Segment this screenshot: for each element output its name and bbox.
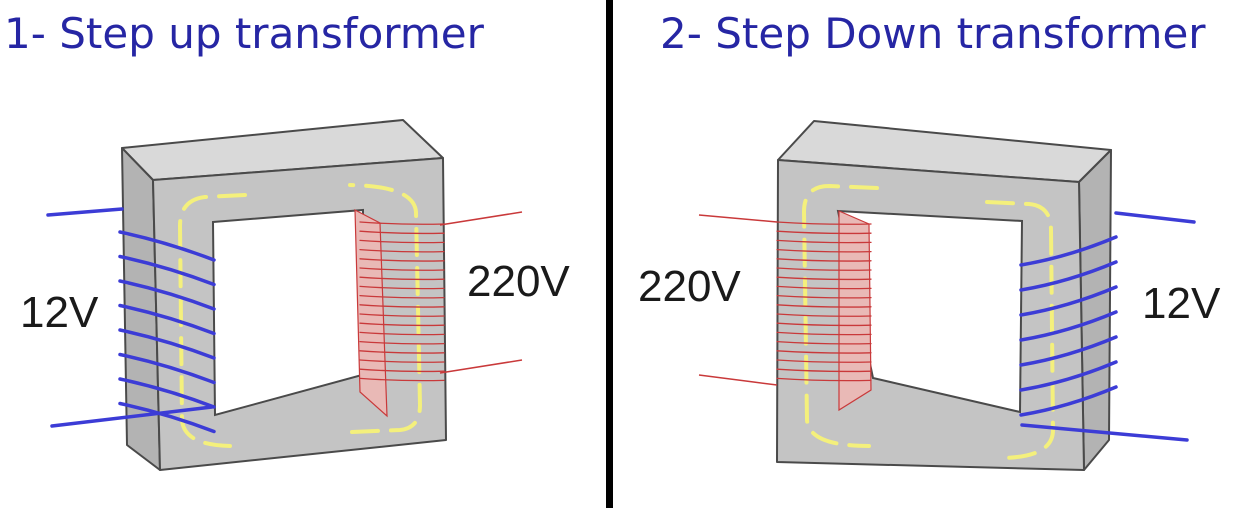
winding-turn: [118, 279, 216, 311]
winding-turn: [1019, 360, 1118, 392]
primary-lead-bottom: [698, 374, 778, 386]
winding-turn: [776, 276, 872, 281]
secondary-winding: [1019, 211, 1196, 442]
winding-turn: [776, 377, 872, 382]
secondary-lead-bottom: [439, 359, 523, 374]
winding-turn: [1019, 235, 1118, 267]
winding-turn: [359, 276, 445, 281]
winding-turn: [118, 303, 216, 336]
winding-turn: [359, 285, 445, 290]
winding-turn: [359, 304, 445, 308]
step-down-transformer-diagram: 220V 12V: [638, 120, 1221, 471]
winding-turn: [1019, 310, 1118, 342]
winding-turn: [776, 368, 872, 373]
winding-turn: [776, 350, 872, 354]
winding-turn: [1019, 385, 1118, 417]
secondary-winding-hatch: [354, 208, 388, 418]
winding-turn: [359, 377, 445, 382]
primary-lead-top: [698, 214, 778, 223]
winding-turn: [1019, 260, 1118, 292]
winding-turn: [776, 221, 872, 225]
winding-turn: [359, 267, 445, 271]
winding-turn: [359, 294, 445, 299]
winding-turn: [359, 258, 445, 262]
winding-turn: [118, 401, 216, 434]
winding-turn: [118, 377, 216, 409]
winding-turn: [776, 285, 872, 290]
winding-turn: [1019, 335, 1118, 367]
winding-turn: [776, 258, 872, 262]
winding-turn: [776, 267, 872, 271]
winding-turn: [776, 340, 872, 345]
winding-turn: [118, 230, 216, 262]
winding-turn: [776, 322, 872, 327]
transformer-core: [776, 120, 1112, 471]
primary-voltage-label: 220V: [638, 262, 741, 311]
primary-coil-turns: [118, 230, 216, 434]
panel-divider: [606, 0, 613, 508]
winding-turn: [776, 304, 872, 308]
primary-voltage-label: 12V: [20, 288, 99, 337]
winding-turn: [776, 239, 872, 244]
winding-turn: [359, 359, 445, 363]
primary-winding: [46, 207, 216, 434]
winding-turn: [359, 368, 445, 373]
winding-turn: [359, 221, 445, 225]
winding-turn: [359, 248, 445, 253]
primary-coil-turns: [776, 221, 872, 382]
winding-turn: [1019, 285, 1118, 317]
winding-turn: [359, 350, 445, 354]
primary-winding: [698, 210, 872, 412]
winding-turn: [359, 313, 445, 317]
winding-turn: [359, 239, 445, 244]
winding-turn: [776, 359, 872, 363]
winding-turn: [776, 294, 872, 299]
secondary-voltage-label: 220V: [467, 257, 570, 306]
step-up-transformer-diagram: 12V 220V: [20, 119, 570, 471]
winding-turn: [776, 331, 872, 336]
secondary-lead-top: [1114, 211, 1196, 224]
primary-lead-top: [46, 207, 124, 217]
winding-turn: [776, 313, 872, 317]
secondary-lead-bottom: [1020, 423, 1189, 442]
secondary-coil-turns: [1019, 235, 1118, 417]
winding-turn: [359, 230, 445, 235]
step-up-title: 1- Step up transformer: [4, 9, 484, 58]
winding-turn: [118, 352, 216, 385]
winding-turn: [776, 230, 872, 235]
winding-turn: [118, 328, 216, 360]
secondary-coil-turns: [359, 221, 445, 382]
winding-turn: [359, 331, 445, 336]
winding-turn: [118, 254, 216, 287]
secondary-voltage-label: 12V: [1142, 279, 1221, 328]
winding-turn: [359, 340, 445, 345]
winding-turn: [776, 248, 872, 253]
winding-turn: [359, 322, 445, 327]
primary-lead-bottom: [50, 405, 214, 428]
step-down-title: 2- Step Down transformer: [660, 9, 1206, 58]
secondary-lead-top: [439, 211, 523, 226]
secondary-winding: [354, 208, 523, 418]
